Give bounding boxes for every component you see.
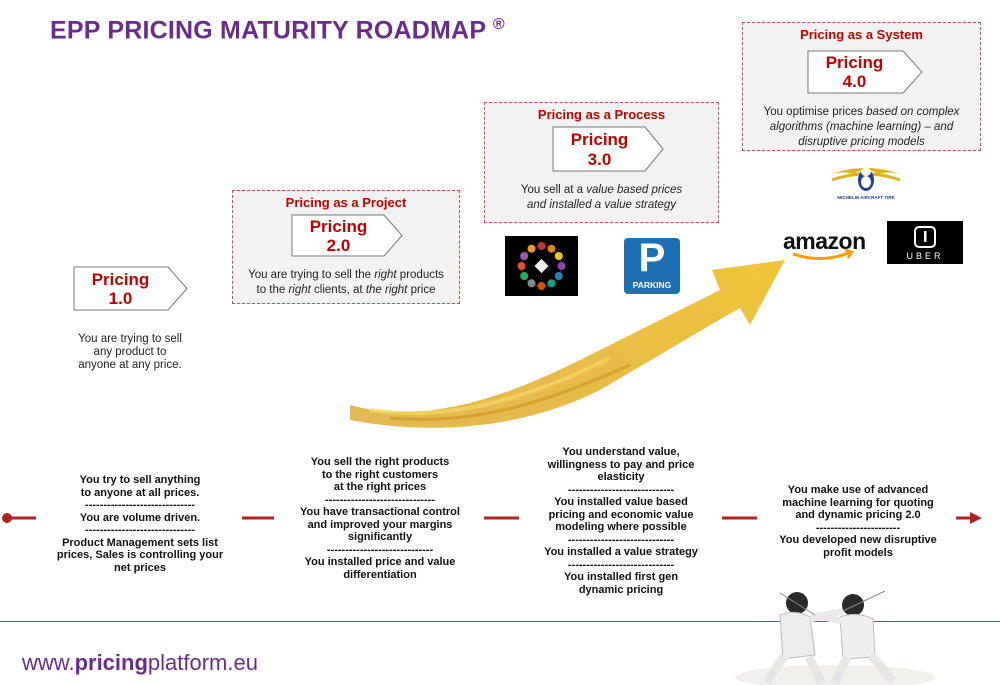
stage-3-summary: You understand value,willingness to pay …	[544, 446, 698, 596]
stage-description: You optimise prices based on complex alg…	[763, 106, 960, 148]
fencers-image	[735, 590, 935, 685]
stage-heading: Pricing as a System	[800, 27, 923, 42]
uber-logo: UBER	[887, 221, 963, 264]
chevron-label: Pricing	[91, 270, 150, 289]
chevron-pricing-4: Pricing 4.0	[807, 50, 923, 94]
stage-1-description: You are trying to sell any product to an…	[78, 333, 182, 371]
stage-heading: Pricing as a Project	[285, 195, 407, 210]
growth-arrow	[350, 260, 785, 428]
stage-4-box: Pricing as a System Pricing 4.0 You opti…	[742, 22, 981, 151]
michelin-logo: MICHELIN AIRCRAFT TIRE	[822, 158, 910, 206]
chevron-version: 1.0	[108, 289, 133, 308]
chevron-pricing-1: Pricing 1.0	[73, 266, 188, 311]
stage-2-box: Pricing as a Project Pricing 2.0 You are…	[232, 190, 460, 304]
stage-3-box: Pricing as a Process Pricing 3.0 You sel…	[484, 102, 719, 223]
page-title: EPP PRICING MATURITY ROADMAP ®	[50, 16, 505, 45]
amazon-logo: amazon	[783, 228, 868, 262]
stage-description: You sell at a value based prices and ins…	[520, 184, 683, 211]
stage-description: You are trying to sell the right product…	[248, 269, 444, 296]
parking-logo: P PARKING	[624, 236, 680, 294]
website-url[interactable]: www.pricingplatform.eu	[22, 650, 258, 675]
stage-heading: Pricing as a Process	[537, 107, 666, 122]
chevron-pricing-3: Pricing 3.0	[552, 126, 664, 172]
chevron-pricing-2: Pricing 2.0	[291, 214, 403, 257]
timeline	[2, 512, 982, 524]
nespresso-capsules-logo	[505, 236, 578, 296]
footer-divider	[0, 621, 1000, 622]
